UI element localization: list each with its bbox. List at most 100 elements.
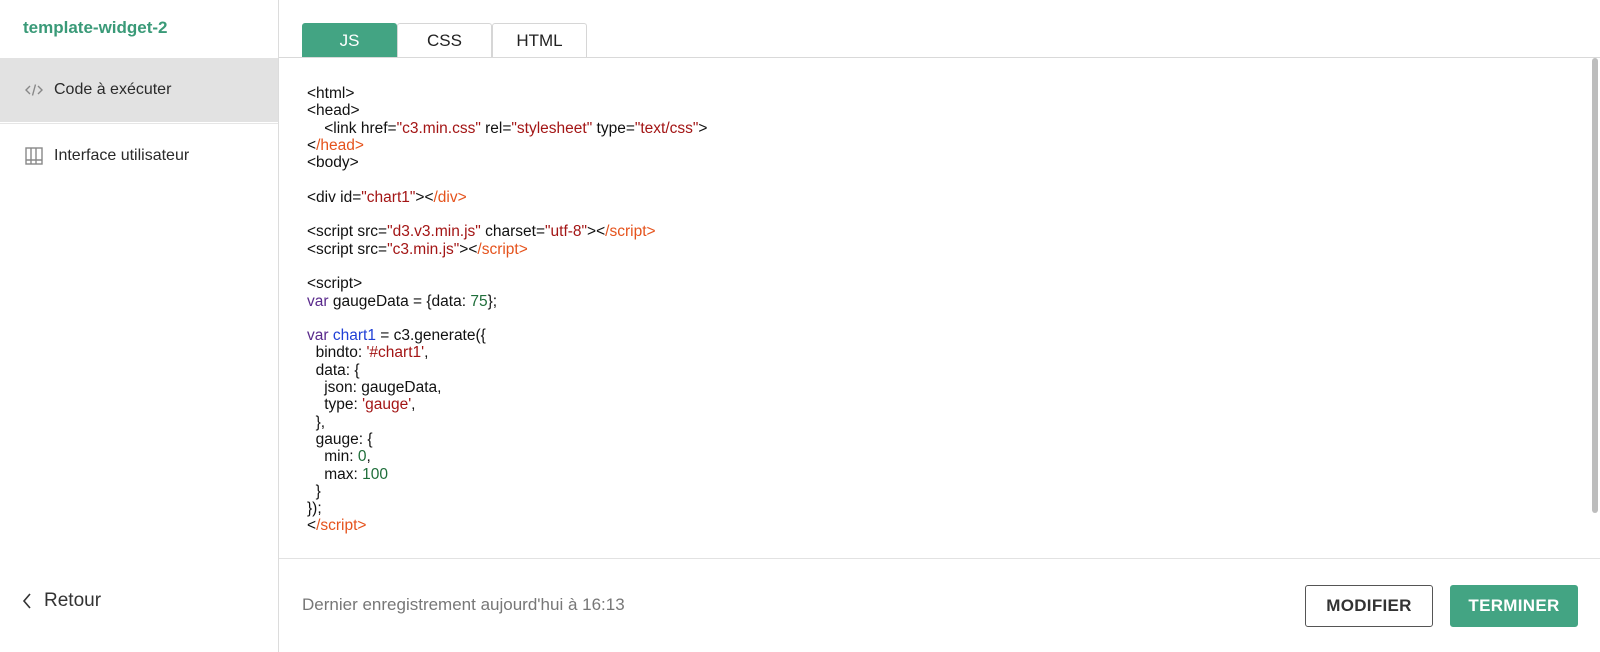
code-token: /script> xyxy=(477,240,528,258)
last-saved-status: Dernier enregistrement aujourd'hui à 16:… xyxy=(302,595,625,614)
code-line: <head> xyxy=(307,102,707,119)
modify-button[interactable]: MODIFIER xyxy=(1305,585,1433,627)
code-token: '#chart1' xyxy=(366,344,425,362)
code-token: <div id= xyxy=(307,188,362,206)
code-line: max: 100 xyxy=(307,466,707,483)
code-line: </head> xyxy=(307,137,707,154)
code-token: 'gauge' xyxy=(362,396,412,414)
code-token: type= xyxy=(592,119,635,137)
code-token: /div> xyxy=(433,188,467,206)
code-token: data: { xyxy=(307,361,360,379)
code-token: /head> xyxy=(316,136,364,154)
tab-css[interactable]: CSS xyxy=(397,23,492,57)
code-token: /script> xyxy=(605,223,656,241)
code-token: 75 xyxy=(470,292,488,310)
code-line xyxy=(307,206,707,223)
code-token: 100 xyxy=(362,465,388,483)
code-token: <script> xyxy=(307,275,363,293)
code-line: }, xyxy=(307,414,707,431)
code-line: <link href="c3.min.css" rel="stylesheet"… xyxy=(307,120,707,137)
sidebar-item-code[interactable]: Code à exécuter xyxy=(0,58,278,122)
code-line xyxy=(307,310,707,327)
code-token: bindto: xyxy=(307,344,367,362)
code-line: <script src="d3.v3.min.js" charset="utf-… xyxy=(307,223,707,240)
code-token: , xyxy=(411,396,416,414)
sidebar-item-label: Code à exécuter xyxy=(54,81,172,98)
code-token: "utf-8" xyxy=(545,223,588,241)
widget-title: template-widget-2 xyxy=(23,18,168,37)
code-token: chart1 xyxy=(332,327,376,345)
code-token: type: xyxy=(307,396,363,414)
code-token: gaugeData = {data: xyxy=(328,292,471,310)
code-token: gauge: { xyxy=(307,430,373,448)
code-token: }); xyxy=(307,500,322,518)
code-token: 0 xyxy=(357,448,367,466)
code-token: < xyxy=(307,517,317,535)
code-token: var xyxy=(307,292,329,310)
code-token: } xyxy=(307,482,321,500)
sidebar-item-user-interface[interactable]: Interface utilisateur xyxy=(0,123,278,188)
code-token: "chart1" xyxy=(361,188,416,206)
code-token: >< xyxy=(459,240,478,258)
code-token: <link href= xyxy=(307,119,397,137)
back-link[interactable]: Retour xyxy=(22,590,101,612)
code-icon xyxy=(22,83,46,97)
code-token: >< xyxy=(415,188,434,206)
code-line: data: { xyxy=(307,362,707,379)
code-token: <head> xyxy=(307,102,360,120)
code-token: <script src= xyxy=(307,240,388,258)
code-token: max: xyxy=(307,465,363,483)
code-token: "stylesheet" xyxy=(511,119,593,137)
back-label: Retour xyxy=(44,590,102,611)
code-token: charset= xyxy=(480,223,546,241)
code-line: min: 0, xyxy=(307,448,707,465)
code-token: > xyxy=(698,119,708,137)
code-token: json: gaugeData, xyxy=(307,379,442,397)
code-token: var xyxy=(307,327,329,345)
code-token: , xyxy=(366,448,371,466)
finish-button[interactable]: TERMINER xyxy=(1450,585,1578,627)
code-token: <html> xyxy=(307,85,355,102)
code-token: /script> xyxy=(316,517,367,535)
code-token: < xyxy=(307,136,317,154)
code-line: type: 'gauge', xyxy=(307,396,707,413)
code-token: <script src= xyxy=(307,223,388,241)
sidebar-item-label: Interface utilisateur xyxy=(54,147,190,164)
code-token: }; xyxy=(487,292,498,310)
code-token: "text/css" xyxy=(634,119,699,137)
code-line: <script> xyxy=(307,275,707,292)
code-line xyxy=(307,171,707,188)
tab-html[interactable]: HTML xyxy=(492,23,587,57)
code-content[interactable]: <html><head> <link href="c3.min.css" rel… xyxy=(307,85,707,535)
code-token: }, xyxy=(307,413,326,431)
code-line: <div id="chart1"></div> xyxy=(307,189,707,206)
editor-scrollbar[interactable] xyxy=(1592,58,1598,513)
code-token: >< xyxy=(587,223,606,241)
main-panel: JS CSS HTML <html><head> <link href="c3.… xyxy=(279,0,1600,652)
editor-tabs: JS CSS HTML xyxy=(302,23,587,57)
code-token: rel= xyxy=(480,119,512,137)
sidebar: template-widget-2 Code à exécuter Interf… xyxy=(0,0,279,652)
code-line: var chart1 = c3.generate({ xyxy=(307,327,707,344)
tabs-divider xyxy=(279,57,1600,58)
footer-divider xyxy=(279,558,1600,559)
layout-icon xyxy=(22,147,46,165)
code-line: json: gaugeData, xyxy=(307,379,707,396)
code-token: "d3.v3.min.js" xyxy=(387,223,481,241)
code-line: var gaugeData = {data: 75}; xyxy=(307,293,707,310)
code-line xyxy=(307,258,707,275)
code-line: }); xyxy=(307,500,707,517)
code-editor[interactable]: <html><head> <link href="c3.min.css" rel… xyxy=(279,58,1600,558)
code-token: "c3.min.js" xyxy=(387,240,460,258)
code-token: , xyxy=(424,344,429,362)
code-token: "c3.min.css" xyxy=(396,119,481,137)
code-token: = c3.generate({ xyxy=(375,327,486,345)
code-line: <body> xyxy=(307,154,707,171)
code-token: <body> xyxy=(307,154,359,172)
tab-js[interactable]: JS xyxy=(302,23,397,57)
code-line: </script> xyxy=(307,517,707,534)
code-line: <html> xyxy=(307,85,707,102)
footer: Dernier enregistrement aujourd'hui à 16:… xyxy=(279,559,1600,652)
code-line: gauge: { xyxy=(307,431,707,448)
code-line: <script src="c3.min.js"></script> xyxy=(307,241,707,258)
